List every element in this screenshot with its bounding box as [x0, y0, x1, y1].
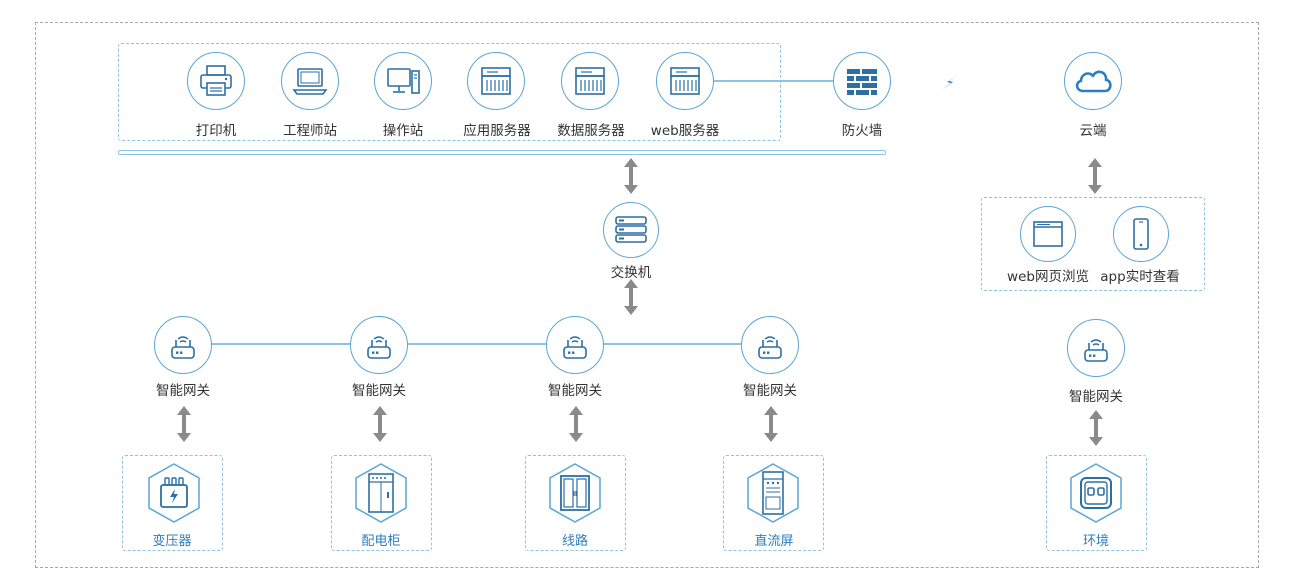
dc-panel-label: 直流屏 [754, 534, 794, 549]
router-wifi-icon [1084, 339, 1108, 362]
line-card [525, 455, 626, 551]
switch-label: 交换机 [610, 265, 652, 281]
gateway-node [546, 316, 604, 374]
line-cabinet-icon [549, 463, 601, 523]
environment-card [1046, 455, 1147, 551]
application-server-label: 应用服务器 [463, 123, 531, 139]
remote-client-group-frame [981, 197, 1205, 291]
link-webserver-firewall [714, 80, 833, 82]
firewall-label: 防火墙 [841, 123, 883, 139]
router-wifi-icon [563, 336, 587, 359]
printer-node [187, 52, 245, 110]
dc-panel-icon [747, 463, 799, 523]
distribution-cabinet-card [331, 455, 432, 551]
transformer-label: 变压器 [152, 534, 192, 549]
server-rack-icon [481, 67, 511, 95]
operator-station-node [374, 52, 432, 110]
diagram-frame [35, 22, 1259, 568]
gateway-link-line [211, 343, 743, 345]
cloud-node [1064, 52, 1122, 110]
bidirectional-arrow-icon [764, 406, 778, 442]
dc-panel-card [723, 455, 824, 551]
mobile-app-label: app实时查看 [1100, 269, 1180, 285]
gateway-label: 智能网关 [352, 383, 406, 399]
bidirectional-arrow-icon [1088, 158, 1102, 194]
environment-sensor-icon [1070, 463, 1122, 523]
browser-window-icon [1033, 221, 1063, 247]
web-browser-node[interactable] [1020, 206, 1076, 262]
router-wifi-icon [758, 336, 782, 359]
mobile-app-node[interactable] [1113, 206, 1169, 262]
transformer-card [122, 455, 223, 551]
bidirectional-arrow-icon [624, 279, 638, 315]
data-server-label: 数据服务器 [557, 123, 625, 139]
distribution-cabinet-label: 配电柜 [361, 534, 401, 549]
cloud-icon [1075, 70, 1112, 93]
desktop-computer-icon [387, 68, 420, 94]
transformer-icon [148, 463, 200, 523]
application-server-node [467, 52, 525, 110]
gateway-label: 智能网关 [156, 383, 210, 399]
environment-label: 环境 [1082, 534, 1110, 549]
switch-icon [615, 216, 647, 243]
gateway-node-right [1067, 319, 1125, 377]
network-bus [118, 150, 886, 155]
gateway-node [741, 316, 799, 374]
web-browser-label: web网页浏览 [1007, 269, 1089, 285]
router-wifi-icon [171, 336, 195, 359]
engineer-station-node [281, 52, 339, 110]
smartphone-icon [1133, 218, 1149, 250]
switch-node [603, 202, 659, 258]
bidirectional-arrow-icon [569, 406, 583, 442]
bidirectional-arrow-icon [1089, 410, 1103, 446]
server-rack-icon [575, 67, 605, 95]
line-label: 线路 [561, 534, 589, 549]
engineer-station-label: 工程师站 [283, 123, 337, 139]
gateway-node [350, 316, 408, 374]
printer-icon [200, 65, 232, 96]
printer-label: 打印机 [195, 123, 237, 139]
server-rack-icon [670, 67, 700, 95]
operator-station-label: 操作站 [382, 123, 424, 139]
router-wifi-icon [367, 336, 391, 359]
cloud-label: 云端 [1079, 123, 1107, 139]
gateway-label: 智能网关 [743, 383, 797, 399]
firewall-icon [847, 69, 877, 95]
workstation-group-frame [118, 43, 781, 141]
bidirectional-arrow-icon [177, 406, 191, 442]
distribution-cabinet-icon [355, 463, 407, 523]
lightning-icon [942, 74, 960, 90]
data-server-node [561, 52, 619, 110]
bidirectional-arrow-icon [624, 158, 638, 194]
gateway-label-right: 智能网关 [1069, 389, 1123, 405]
firewall-node [833, 52, 891, 110]
gateway-node [154, 316, 212, 374]
laptop-icon [292, 68, 328, 95]
bidirectional-arrow-icon [373, 406, 387, 442]
web-server-label: web服务器 [650, 123, 720, 139]
gateway-label: 智能网关 [548, 383, 602, 399]
web-server-node [656, 52, 714, 110]
